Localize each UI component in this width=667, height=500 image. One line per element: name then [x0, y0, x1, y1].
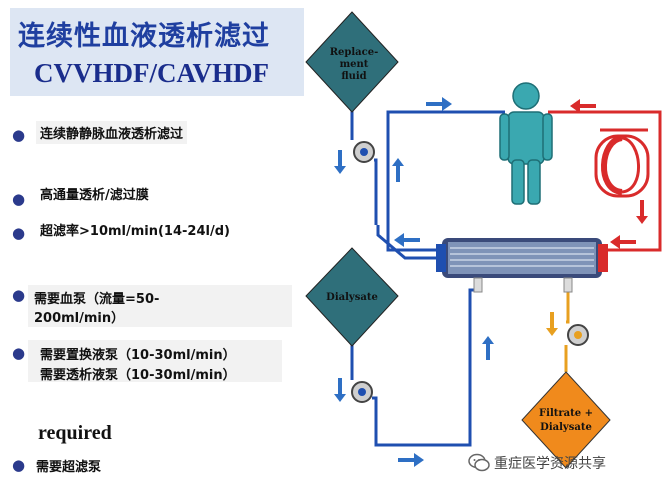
arrow-left-icon	[394, 233, 420, 247]
arrow-down-icon	[334, 378, 346, 402]
bullet-text: 需要超滤泵	[36, 460, 102, 475]
arrow-up-icon	[482, 336, 494, 360]
blood-pump	[594, 134, 650, 198]
flow-arrows	[546, 312, 558, 336]
filtrate-pump	[567, 324, 589, 346]
filtrate-line	[566, 288, 570, 324]
bullet-text: 连续静静脉血液透析滤过	[36, 121, 188, 144]
bullet-text-line: 200ml/min）	[34, 311, 125, 326]
replacement-fluid-label: ment	[340, 59, 369, 70]
bullet-icon: ●	[12, 286, 26, 304]
wechat-icon	[468, 453, 490, 472]
arrow-right-icon	[426, 97, 452, 111]
replacement-fluid-label: Replace-	[330, 47, 379, 58]
bullet-panel	[28, 340, 282, 382]
bullet-text: 超滤率>10ml/min(14-24l/d)	[40, 224, 230, 239]
bullet-text-line: 需要置换液泵（10-30ml/min）	[40, 348, 236, 363]
required-label: required	[38, 422, 112, 444]
arrow-down-icon	[636, 200, 648, 224]
dialysate-line	[372, 288, 478, 447]
replacement-fluid-diamond	[305, 11, 399, 113]
bullet-icon: ●	[12, 224, 26, 242]
flow-arrows	[570, 99, 648, 249]
dialysate-diamond	[305, 247, 399, 347]
bullet-panel	[28, 285, 292, 327]
arrow-down-icon	[334, 150, 346, 174]
bullet-icon: ●	[12, 190, 26, 208]
replacement-pump	[353, 141, 375, 163]
arrow-right-icon	[398, 453, 424, 467]
watermark-text: 重症医学资源共享	[494, 456, 606, 472]
blood-pump-roller	[601, 135, 623, 195]
page-subtitle: CVVHDF/CAVHDF	[34, 58, 269, 88]
patient-icon	[499, 82, 553, 205]
venous-return-line	[386, 110, 505, 252]
bullet-text-line: 需要透析液泵（10-30ml/min）	[40, 368, 236, 383]
replacement-fluid-label: fluid	[341, 71, 366, 82]
dialysate-pump	[351, 381, 373, 403]
venous-join-line	[376, 225, 440, 260]
arrow-down-icon	[546, 312, 558, 336]
bullet-text: 高通量透析/滤过膜	[40, 188, 149, 203]
blood-pump-roller	[621, 136, 640, 194]
arrow-left-icon	[570, 99, 596, 113]
bullet-text-line: 需要血泵（流量=50-	[34, 292, 160, 307]
filtrate-label: Dialysate	[540, 422, 592, 433]
arterial-line	[548, 110, 662, 252]
bullet-icon: ●	[12, 126, 26, 144]
arrow-left-icon	[610, 235, 636, 249]
page-title: 连续性血液透析滤过	[18, 21, 270, 52]
arrow-up-icon	[392, 158, 404, 182]
flow-arrows	[334, 97, 494, 467]
bullet-icon: ●	[12, 456, 26, 474]
dialysate-label: Dialysate	[326, 292, 378, 303]
filtrate-label: Filtrate +	[539, 408, 593, 419]
replacement-line	[374, 158, 378, 225]
bullet-icon: ●	[12, 344, 26, 362]
watermark: 重症医学资源共享	[468, 452, 606, 474]
filtrate-diamond	[521, 371, 611, 469]
hemofilter	[436, 238, 608, 293]
title-panel	[10, 8, 304, 96]
